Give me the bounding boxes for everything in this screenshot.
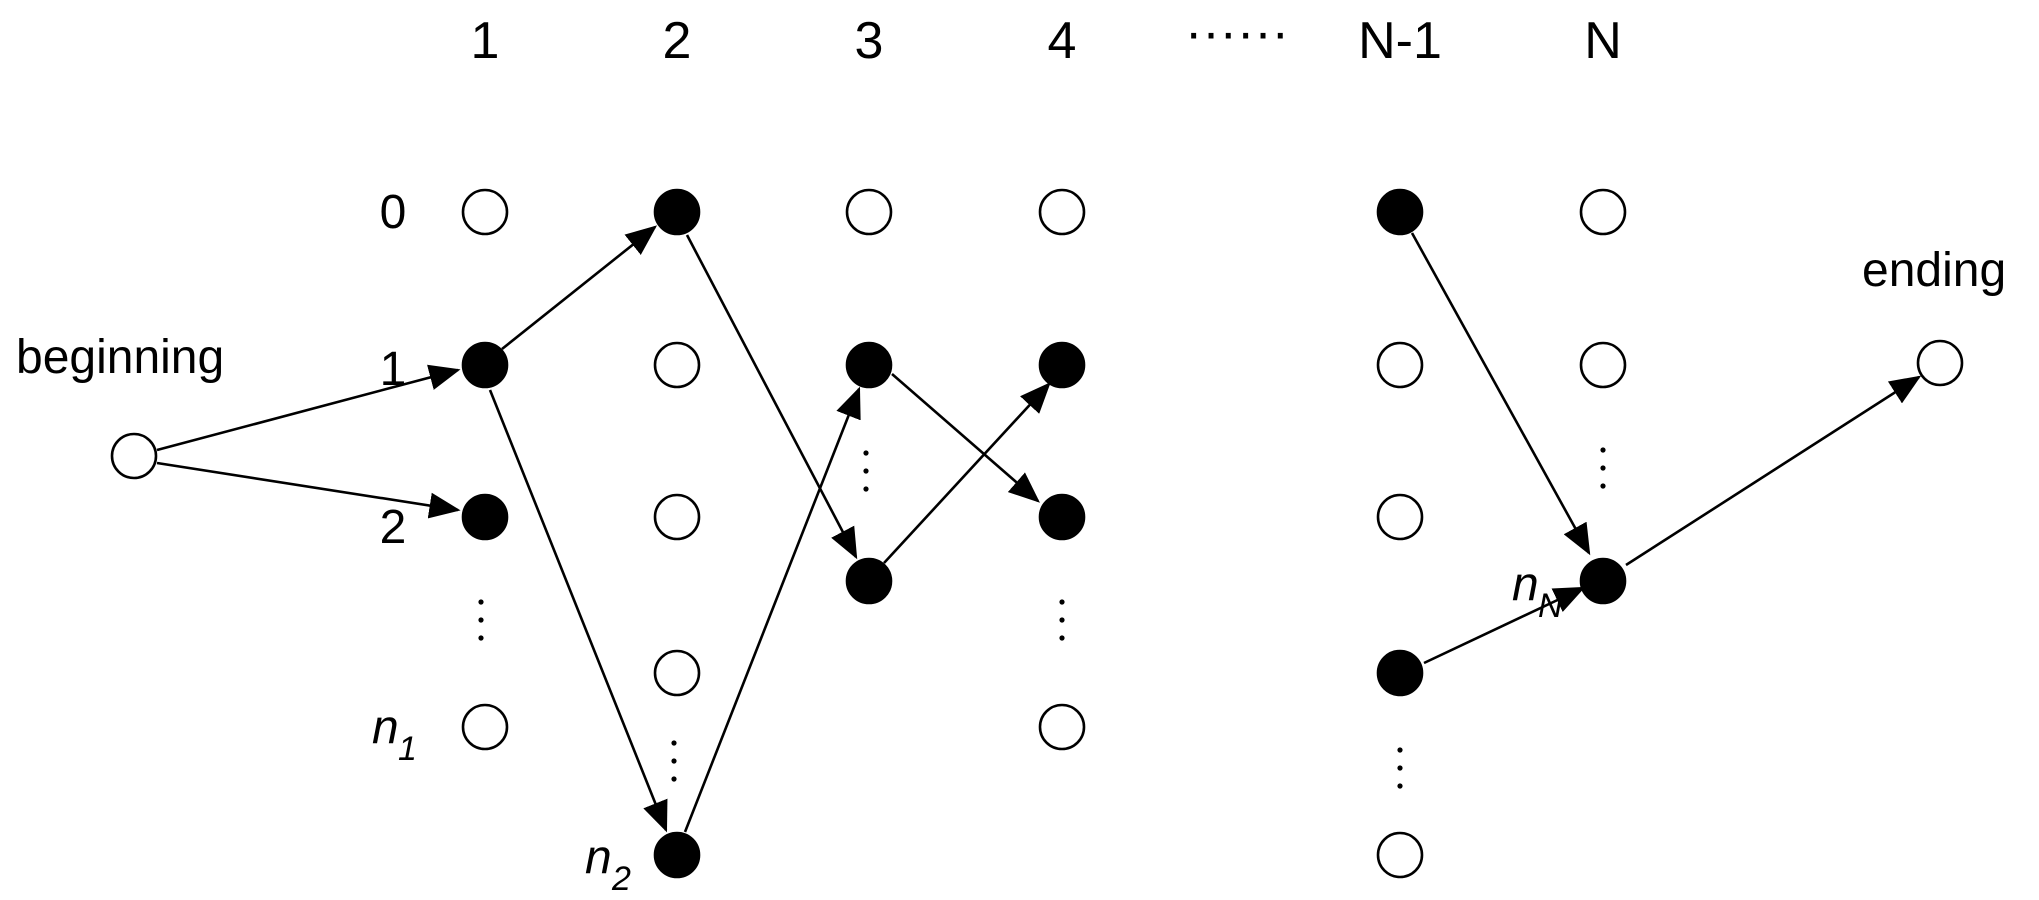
ellipsis-dot [863, 486, 869, 492]
state-node-cN1-r2 [1376, 493, 1424, 541]
edge-c2r0-to-c3low [685, 234, 858, 560]
edge-cN1r0-to-cNn [1410, 232, 1591, 556]
ellipsis-dot [1397, 747, 1403, 753]
edge-c1r1-to-c2n2 [488, 389, 668, 833]
ellipsis-dot [671, 776, 677, 782]
ellipsis-dot [478, 599, 484, 605]
edge-c2n2-to-c3r1 [683, 386, 861, 833]
state-node-cN-nN [1579, 557, 1627, 605]
n2-label: n 2 [585, 831, 631, 898]
beginning-node [110, 432, 158, 480]
state-node-c2-r3 [653, 649, 701, 697]
row-label-2: 2 [380, 501, 407, 554]
edge-beginning-to-c1r1 [156, 364, 461, 452]
ellipsis-dot [1059, 599, 1065, 605]
nN-label-base: n [1512, 558, 1539, 611]
n1-label-base: n [372, 701, 399, 754]
state-nodes [110, 188, 1964, 879]
beginning-label: beginning [16, 331, 224, 384]
state-node-c3-low [845, 557, 893, 605]
col4-vertical-ellipsis [1059, 599, 1065, 641]
transitions [156, 225, 1922, 833]
ellipsis-dot [478, 635, 484, 641]
row-label-0: 0 [380, 186, 407, 239]
state-node-c1-r1 [461, 341, 509, 389]
col3-vertical-ellipsis [863, 450, 869, 492]
edge-cNn-to-ending [1625, 375, 1922, 567]
ellipsis-dot [1059, 635, 1065, 641]
n2-label-base: n [585, 831, 612, 884]
ellipsis-dot [1600, 483, 1606, 489]
ellipsis-dot [671, 740, 677, 746]
edge-cN1lower-to-cNn [1423, 586, 1586, 665]
column-header-3: 3 [855, 12, 884, 70]
n2-label-sub: 2 [611, 860, 631, 898]
state-node-c4-r2 [1038, 493, 1086, 541]
column-header-n-minus-1: N-1 [1358, 12, 1442, 70]
col1-vertical-ellipsis [478, 599, 484, 641]
state-node-cN-r0 [1579, 188, 1627, 236]
state-node-cN1-n [1376, 831, 1424, 879]
column-header-2: 2 [663, 12, 692, 70]
ellipsis-dot [1397, 783, 1403, 789]
state-node-cN-r1 [1579, 341, 1627, 389]
ellipsis-dot [671, 758, 677, 764]
column-header-4: 4 [1048, 12, 1077, 70]
state-node-c4-r0 [1038, 188, 1086, 236]
state-node-c2-r2 [653, 493, 701, 541]
ending-label: ending [1862, 244, 2006, 297]
edge-c3r1-to-c4r2 [891, 373, 1040, 503]
ellipsis-dot [863, 450, 869, 456]
ellipsis-dot [478, 617, 484, 623]
state-node-c4-r1 [1038, 341, 1086, 389]
state-node-c3-r0 [845, 188, 893, 236]
ellipsis-dot [1397, 765, 1403, 771]
state-node-c1-r0 [461, 188, 509, 236]
ellipsis-dot [1600, 447, 1606, 453]
state-node-c2-r0 [653, 188, 701, 236]
ending-node [1916, 339, 1964, 387]
column-header-1: 1 [471, 12, 500, 70]
state-node-c4-n [1038, 703, 1086, 751]
col2-vertical-ellipsis [671, 740, 677, 782]
edge-c1r1-to-c2r0 [501, 225, 658, 351]
colN-vertical-ellipsis [1600, 447, 1606, 489]
state-node-c2-r1 [653, 341, 701, 389]
column-header-n: N [1584, 12, 1622, 70]
state-node-cN1-r1 [1376, 341, 1424, 389]
state-node-c1-r2 [461, 493, 509, 541]
state-node-cN1-r3 [1376, 649, 1424, 697]
edge-beginning-to-c1r2 [156, 461, 461, 519]
header-ellipsis: ······ [1185, 4, 1289, 62]
state-node-c1-n1 [461, 703, 509, 751]
state-node-cN1-r0 [1376, 188, 1424, 236]
ellipsis-dot [1600, 465, 1606, 471]
nN-label: n N [1512, 558, 1563, 625]
ellipsis-dot [1059, 617, 1065, 623]
state-node-c2-n2 [653, 831, 701, 879]
nN-label-sub: N [1538, 587, 1563, 625]
colN1-vertical-ellipsis [1397, 747, 1403, 789]
n1-label: n 1 [372, 701, 417, 768]
ellipsis-dot [863, 468, 869, 474]
n1-label-sub: 1 [398, 730, 417, 768]
edge-c3low-to-c4r1 [883, 382, 1051, 564]
state-node-c3-r1 [845, 341, 893, 389]
